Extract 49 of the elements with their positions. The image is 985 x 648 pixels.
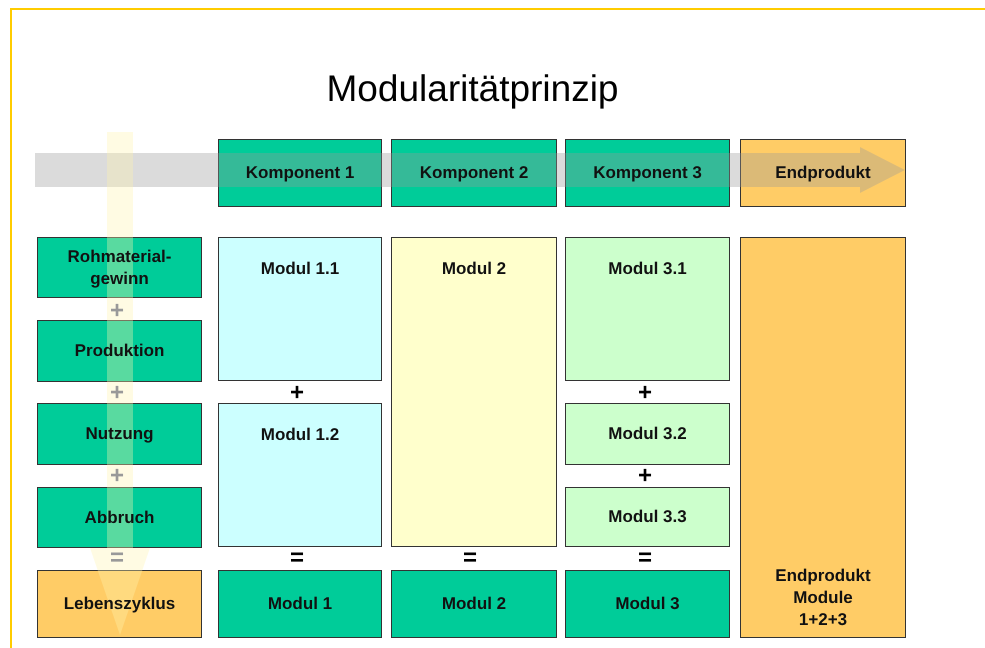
result-box	[391, 570, 557, 638]
box-label: Endprodukt Module 1+2+3	[774, 565, 872, 631]
box-label: Modul 3	[615, 593, 680, 615]
box-label: Modul 3.1	[608, 258, 687, 280]
operator-sign: +	[636, 383, 653, 403]
box-label: Komponent 3	[593, 162, 702, 184]
stage-box	[37, 320, 202, 382]
result-box	[218, 570, 382, 638]
box-label: Modul 2	[442, 258, 506, 280]
operator-sign: +	[288, 383, 305, 403]
result-box	[37, 570, 202, 638]
box-label: Modul 3.3	[608, 506, 687, 528]
module-box	[218, 403, 382, 547]
box-label: Produktion	[74, 340, 164, 362]
operator-sign: =	[462, 548, 478, 568]
operator-sign: +	[108, 301, 125, 321]
box-label: Abbruch	[84, 506, 154, 528]
operator-sign: =	[636, 548, 653, 568]
result-box	[740, 237, 906, 638]
result-box	[565, 570, 730, 638]
operator-sign: =	[108, 548, 125, 568]
operator-sign: +	[108, 383, 125, 403]
box-label: Endprodukt	[775, 162, 871, 184]
operator-sign: +	[108, 466, 125, 486]
module-box	[218, 237, 382, 381]
box-label: Rohmaterial-gewinn	[66, 246, 172, 290]
box-label: Modul 1.1	[260, 258, 340, 280]
stage-box	[37, 487, 202, 548]
box-label: Modul 2	[442, 593, 506, 615]
module-box	[565, 403, 730, 465]
box-label: Nutzung	[86, 423, 154, 445]
box-label: Komponent 2	[420, 162, 528, 184]
module-box	[565, 237, 730, 381]
stage-box	[37, 403, 202, 465]
header-box	[218, 139, 382, 207]
operator-sign: =	[288, 548, 305, 568]
operator-sign: +	[636, 466, 653, 486]
box-label: Lebenszyklus	[64, 593, 176, 615]
stage-box	[37, 237, 202, 298]
header-box	[565, 139, 730, 207]
header-box	[391, 139, 557, 207]
box-label: Komponent 1	[246, 162, 354, 184]
diagram-title: Modularitätprinzip	[325, 68, 620, 110]
header-box	[740, 139, 906, 207]
box-label: Modul 3.2	[608, 423, 687, 445]
module-box	[565, 487, 730, 547]
box-label: Modul 1	[268, 593, 332, 615]
module-box	[391, 237, 557, 547]
box-label: Modul 1.2	[260, 424, 340, 446]
